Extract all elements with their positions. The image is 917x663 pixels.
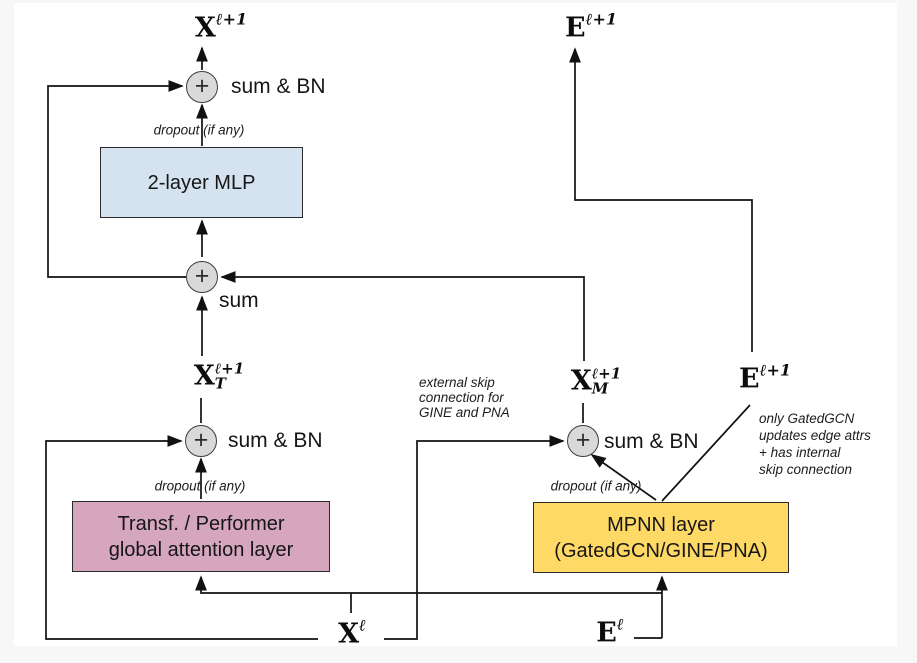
skip-mlp-residual: [47, 80, 186, 278]
x-m-base: X: [570, 365, 592, 397]
sum-bn-label-top: sum & BN: [231, 75, 326, 98]
x-out-sup: ℓ+1: [215, 9, 248, 29]
skip-external-mpnn: [384, 435, 565, 640]
attention-box-label-line2: global attention layer: [108, 538, 294, 561]
e-in-sup: ℓ: [616, 614, 624, 634]
attention-box-label-line1: Transf. / Performer: [117, 512, 285, 535]
x-out-base: X: [194, 12, 216, 44]
x-t-sub: T: [214, 373, 226, 392]
arrow-xin-to-attn: [195, 575, 662, 594]
arrow-emid-to-eout: [569, 47, 753, 352]
x-t-base: X: [193, 360, 215, 392]
plus-icon: +: [193, 425, 209, 454]
e-out-sup: ℓ+1: [585, 9, 617, 29]
edge-update-note: only GatedGCN updates edge attrs + has i…: [759, 411, 871, 477]
arrow-xm-to-sum: [220, 271, 585, 361]
external-skip-note: external skip connection for GINE and PN…: [419, 375, 510, 420]
dropout-note-attention: dropout (if any): [154, 478, 246, 494]
mlp-box: 2-layer MLP: [100, 147, 303, 218]
e-out-base: E: [565, 12, 586, 44]
mpnn-box-label-line2: (GatedGCN/GINE/PNA): [554, 539, 768, 562]
skip-attn-residual: [45, 435, 318, 640]
e-mid-base: E: [739, 363, 760, 395]
dropout-note-mlp: dropout (if any): [153, 122, 245, 138]
mpnn-box-label-line1: MPNN layer: [607, 513, 715, 536]
e-mid-label: Eℓ+1: [739, 360, 791, 395]
sum-node-mid: +: [186, 261, 218, 293]
plus-icon: +: [194, 261, 210, 290]
x-in-base: X: [338, 618, 360, 650]
x-in-label: Xℓ: [338, 615, 366, 650]
sum-bn-node-top: +: [186, 71, 218, 103]
e-in-label: Eℓ: [596, 614, 624, 649]
x-in-sup: ℓ: [359, 615, 366, 635]
mpnn-box: MPNN layer (GatedGCN/GINE/PNA): [533, 502, 789, 573]
attention-box: Transf. / Performer global attention lay…: [72, 501, 330, 572]
line-mpnn-to-emid: [661, 404, 751, 502]
x-out-label: Xℓ+1: [194, 9, 248, 44]
sum-bn-node-mpnn: +: [567, 425, 599, 457]
x-m-sub: M: [591, 378, 609, 397]
x-m-sup: ℓ+1: [591, 363, 622, 382]
mlp-box-label: 2-layer MLP: [147, 171, 256, 194]
arrow-mpnn-to-sumbn: [590, 454, 657, 501]
e-out-label: Eℓ+1: [565, 9, 617, 44]
dropout-note-mpnn: dropout (if any): [550, 478, 642, 494]
e-mid-sup: ℓ+1: [759, 360, 791, 380]
sum-label-mid: sum: [219, 289, 259, 312]
sum-bn-label-attention: sum & BN: [228, 429, 323, 452]
e-in-base: E: [596, 617, 617, 649]
sum-bn-label-mpnn: sum & BN: [604, 430, 699, 453]
plus-icon: +: [575, 425, 591, 454]
x-t-sup: ℓ+1: [214, 358, 245, 377]
sum-bn-node-attention: +: [185, 425, 217, 457]
plus-icon: +: [194, 71, 210, 100]
